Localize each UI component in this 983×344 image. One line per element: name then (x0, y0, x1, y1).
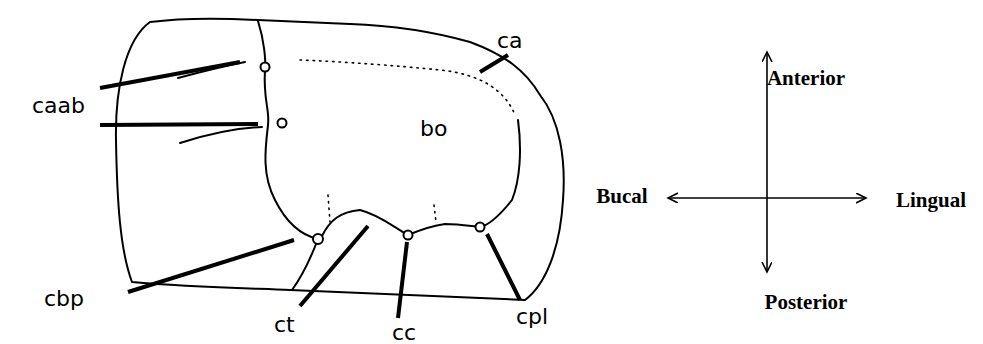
part-label: cc (392, 322, 416, 344)
part-label: ct (274, 314, 295, 336)
part-label: bo (420, 118, 447, 140)
direction-label: Bucal (596, 186, 647, 207)
direction-label: Anterior (767, 68, 845, 89)
direction-label: Lingual (896, 190, 966, 211)
part-label: ca (497, 30, 523, 52)
part-label: cpl (516, 306, 548, 328)
direction-label: Posterior (765, 292, 848, 313)
part-label: caab (32, 95, 85, 117)
part-label: cbp (44, 288, 84, 310)
